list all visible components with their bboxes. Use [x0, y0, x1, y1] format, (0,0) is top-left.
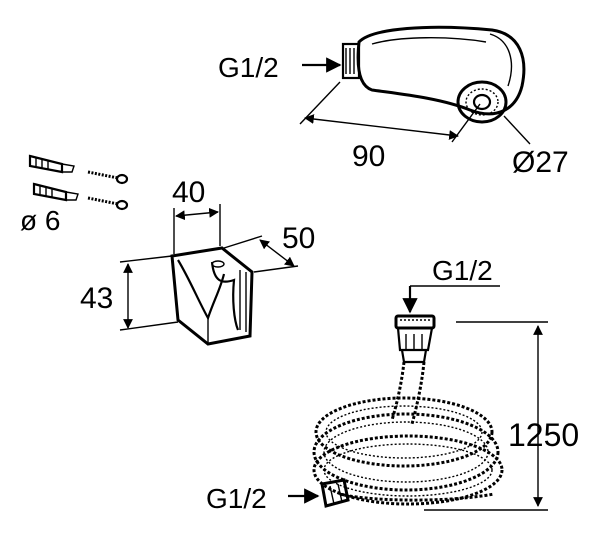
- shower-diameter-label: Ø27: [512, 146, 569, 179]
- hand-shower: [341, 25, 526, 124]
- holder-width-label: 40: [172, 176, 205, 209]
- anchor-diameter-label: ø 6: [20, 205, 60, 236]
- hose-length-label: 1250: [508, 417, 579, 453]
- hose-bottom-thread-label: G1/2: [206, 483, 267, 514]
- holder-height-label: 43: [80, 282, 113, 315]
- wall-holder: [170, 246, 254, 346]
- holder-cradle: [210, 261, 240, 331]
- shower-diameter-callout: Ø27: [503, 115, 569, 179]
- hose-bottom-thread-callout: G1/2: [206, 483, 320, 514]
- spray-face: [456, 80, 508, 124]
- shower-length-label: 90: [352, 140, 385, 173]
- hose-top-thread-label: G1/2: [432, 255, 493, 286]
- holder-depth-label: 50: [282, 222, 315, 255]
- shower-hose: [312, 314, 504, 508]
- anchor-2: [32, 182, 68, 202]
- holder-width-dimension: 40: [172, 176, 221, 254]
- hose-top-thread-callout: G1/2: [402, 255, 500, 314]
- holder-height-dimension: 43: [80, 255, 179, 331]
- holder-depth-dimension: 50: [223, 222, 315, 273]
- hose-length-dimension: 1250: [424, 321, 579, 511]
- anchor-1: [28, 154, 64, 174]
- hose-top-nut: [394, 314, 436, 330]
- hose-coil-2: [312, 412, 500, 492]
- holder-body: [170, 246, 254, 346]
- hose-riser: [390, 361, 406, 421]
- shower-thread-callout: G1/2: [218, 52, 342, 83]
- shower-body: [356, 25, 526, 116]
- hose-coil-3: [312, 434, 504, 506]
- wall-anchors: [28, 154, 79, 202]
- wall-screws: [87, 170, 129, 211]
- shower-length-dimension: 90: [299, 81, 481, 173]
- hose-bottom-nut: [320, 478, 350, 508]
- screw-1: [87, 170, 119, 180]
- hose-coil-1: [314, 396, 494, 468]
- shower-thread-label: G1/2: [218, 52, 279, 83]
- screw-2: [87, 196, 119, 206]
